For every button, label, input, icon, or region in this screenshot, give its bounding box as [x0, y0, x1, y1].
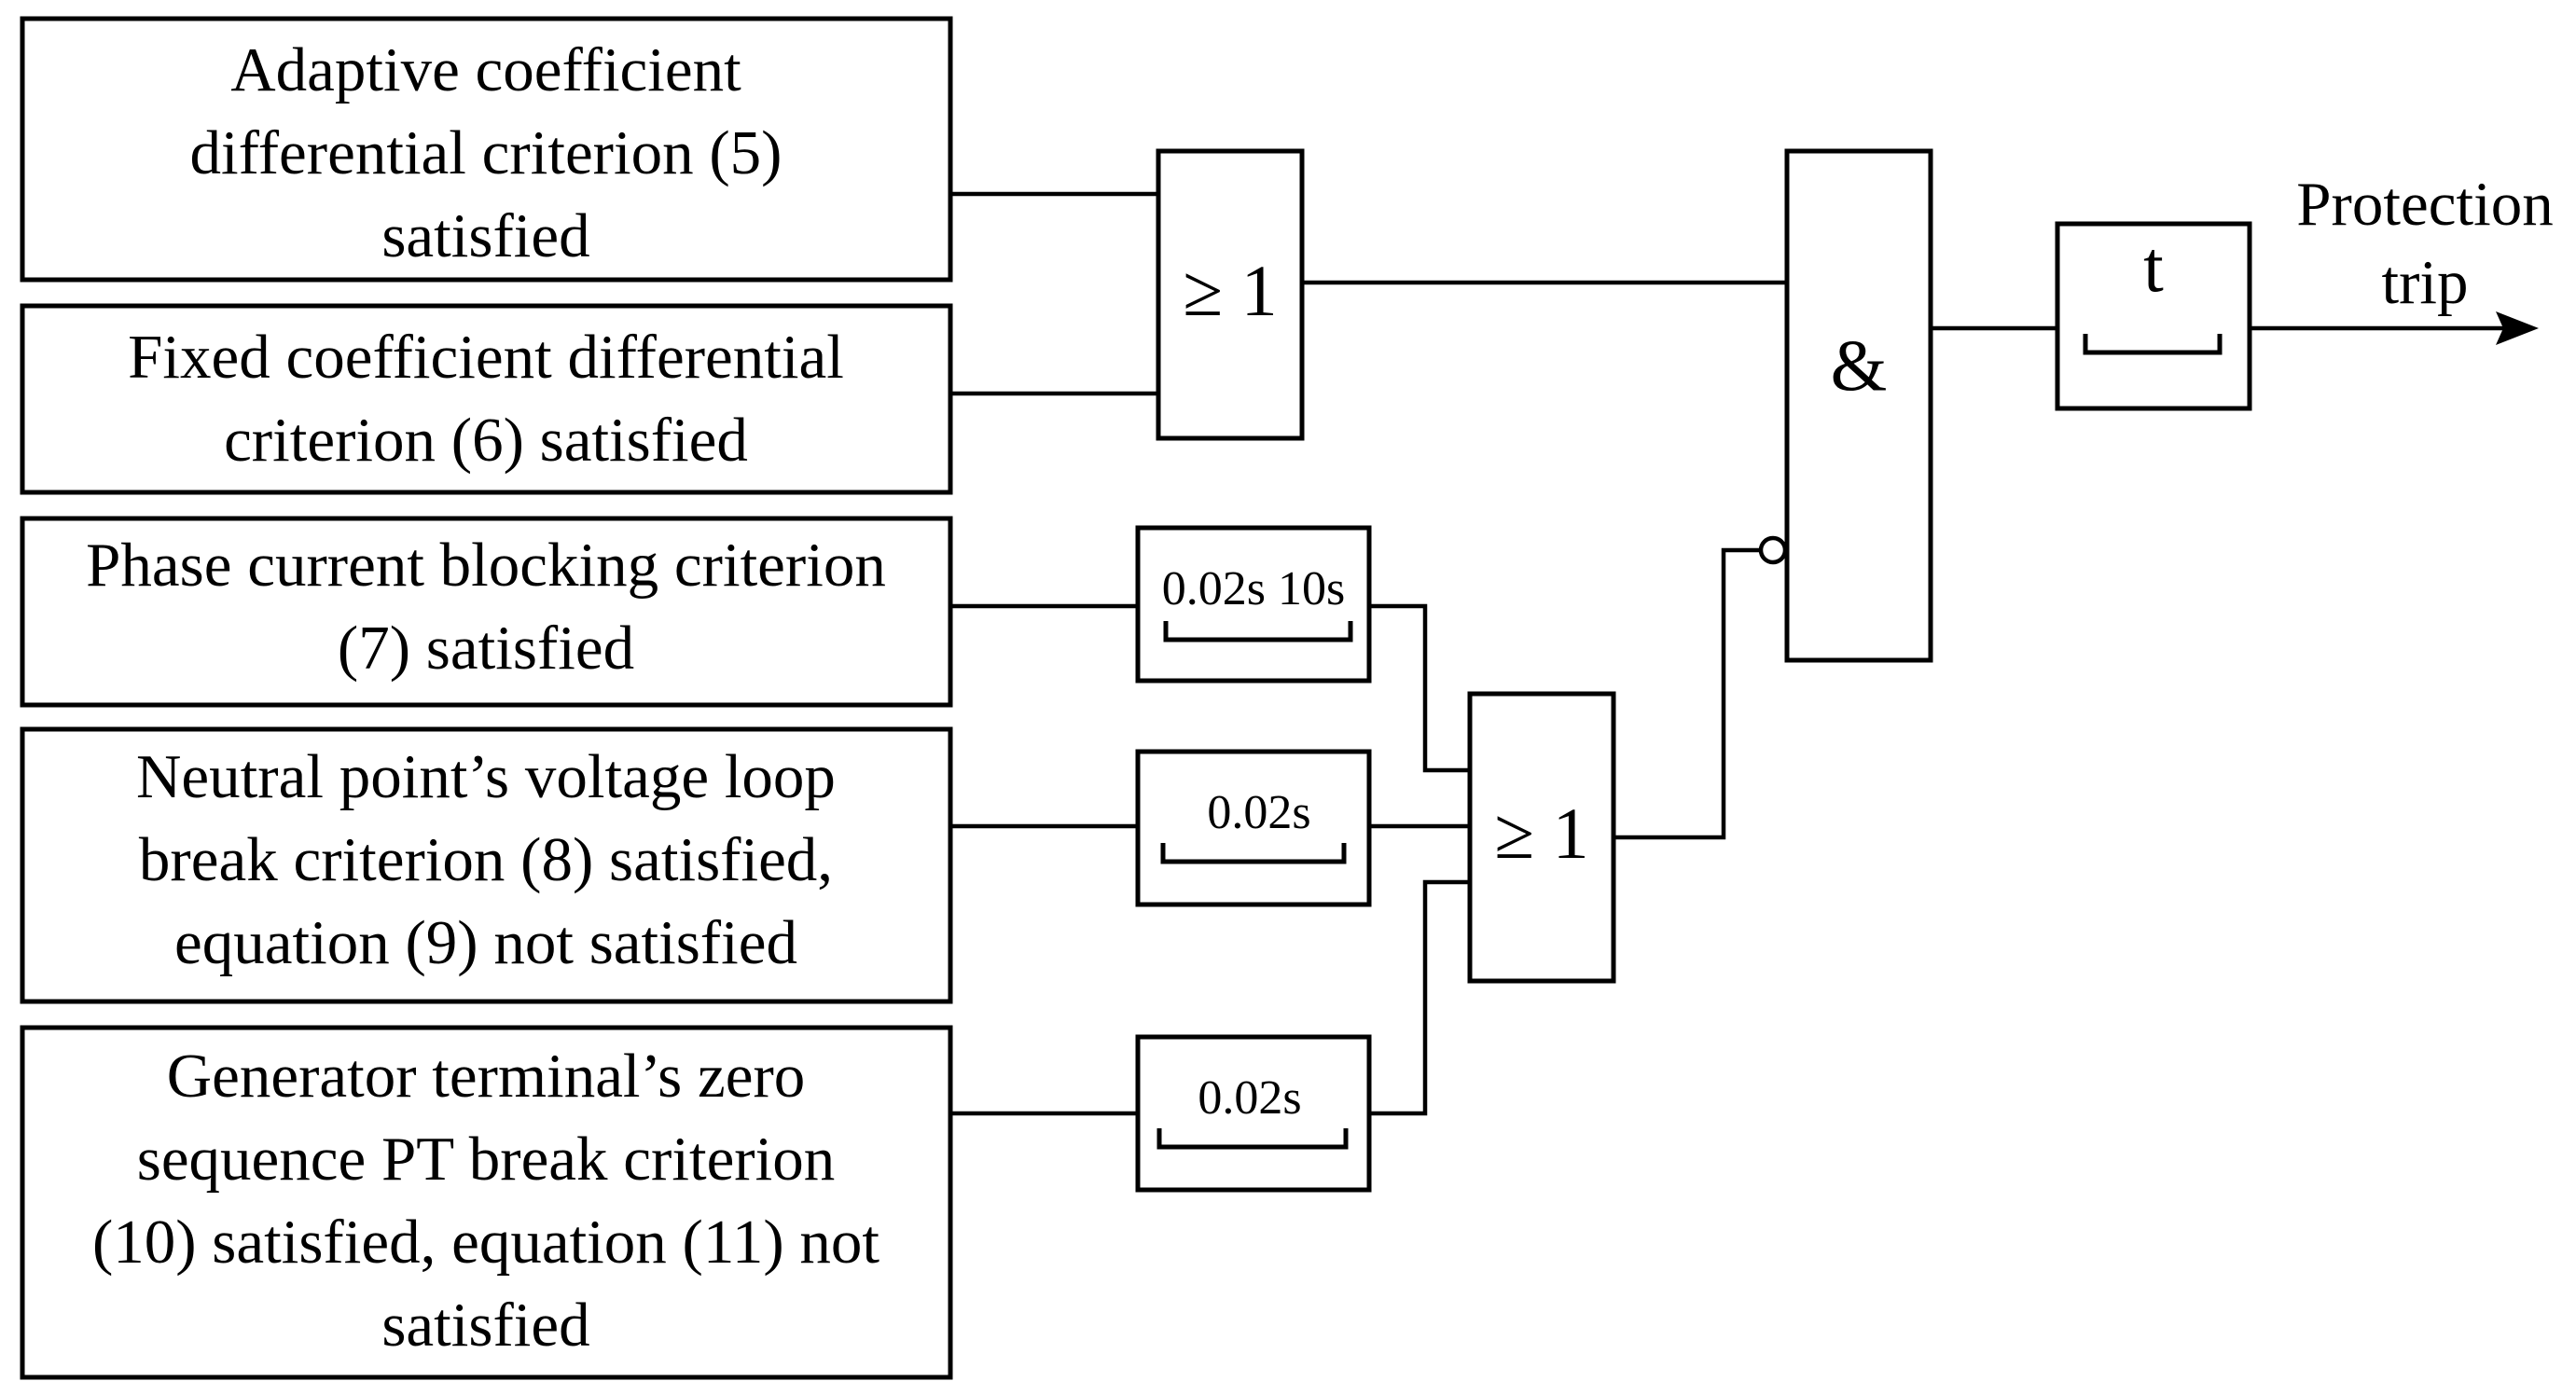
- timer-bracket-icon: [1160, 843, 1347, 864]
- input-label-line: (10) satisfied, equation (11) not: [92, 1208, 879, 1277]
- input-label-line: Generator terminal’s zero: [167, 1042, 806, 1111]
- input-label-line: satisfied: [381, 1291, 589, 1360]
- input-box: [20, 16, 953, 283]
- timer-box: [1135, 1034, 1372, 1193]
- input-box: [20, 516, 953, 708]
- timer-label: 0.02s 10s: [1162, 562, 1346, 615]
- timer-pickup: 0.02s: [1162, 562, 1266, 615]
- wire: [1613, 547, 1761, 840]
- input-box: [20, 303, 953, 495]
- input-zero-sequence-pt: Generator terminal’s zero sequence PT br…: [20, 1025, 953, 1380]
- inverter-bubble-icon: [1758, 535, 1788, 565]
- timer-bracket-icon: [1163, 621, 1353, 642]
- timer-output: t: [2055, 221, 2252, 411]
- timer-dropout: 10s: [1278, 562, 1345, 615]
- input-label-line: Phase current blocking criterion: [86, 531, 886, 600]
- timer-label: 0.02s: [1198, 1071, 1301, 1125]
- timer-box: [2055, 221, 2252, 411]
- input-label-line: Neutral point’s voltage loop: [136, 742, 836, 811]
- input-label-line: satisfied: [381, 201, 589, 270]
- input-label-line: break criterion (8) satisfied,: [139, 825, 833, 894]
- input-fixed-coefficient: Fixed coefficient differential criterion…: [20, 303, 953, 495]
- and-gate-label: &: [1831, 325, 1888, 406]
- and-gate-box: [1784, 148, 1933, 663]
- and-gate: &: [1758, 148, 1933, 663]
- input-label-line: criterion (6) satisfied: [224, 406, 748, 475]
- output-label-line: trip: [2381, 248, 2468, 317]
- arrow-right-icon: [2496, 311, 2539, 345]
- input-label-line: equation (9) not satisfied: [174, 908, 797, 977]
- or-gate-label: ≥ 1: [1494, 793, 1588, 874]
- output-label-line: Protection: [2296, 170, 2553, 239]
- connection-wires: [950, 191, 2539, 1116]
- input-label-line: Fixed coefficient differential: [128, 323, 844, 392]
- input-label-line: Adaptive coefficient: [230, 35, 741, 104]
- output-protection-trip: Protection trip: [2296, 170, 2553, 317]
- input-label-line: sequence PT break criterion: [137, 1125, 835, 1194]
- timer-neutral-voltage: 0.02s: [1135, 749, 1372, 907]
- timer-zero-sequence: 0.02s: [1135, 1034, 1372, 1193]
- wire: [1369, 603, 1470, 773]
- or-gate-box: [1156, 148, 1305, 441]
- input-adaptive-coefficient: Adaptive coefficient differential criter…: [20, 16, 953, 283]
- input-box: [20, 726, 953, 1004]
- input-label-line: differential criterion (5): [190, 118, 782, 187]
- or-gate-label: ≥ 1: [1183, 250, 1277, 331]
- timer-label: 0.02s: [1207, 786, 1310, 839]
- timer-label: t: [2143, 226, 2164, 307]
- input-box: [20, 1025, 953, 1380]
- input-neutral-voltage-loop: Neutral point’s voltage loop break crite…: [20, 726, 953, 1004]
- input-label-line: (7) satisfied: [338, 614, 634, 683]
- input-phase-current-blocking: Phase current blocking criterion (7) sat…: [20, 516, 953, 708]
- timer-phase-current: 0.02s 10s: [1135, 525, 1372, 684]
- or-gate-upper: ≥ 1: [1156, 148, 1305, 441]
- or-gate-lower: ≥ 1: [1467, 691, 1616, 984]
- timer-bracket-icon: [2083, 334, 2223, 355]
- or-gate-box: [1467, 691, 1616, 984]
- wire: [1369, 879, 1470, 1116]
- timer-box: [1135, 525, 1372, 684]
- timer-bracket-icon: [1156, 1128, 1349, 1150]
